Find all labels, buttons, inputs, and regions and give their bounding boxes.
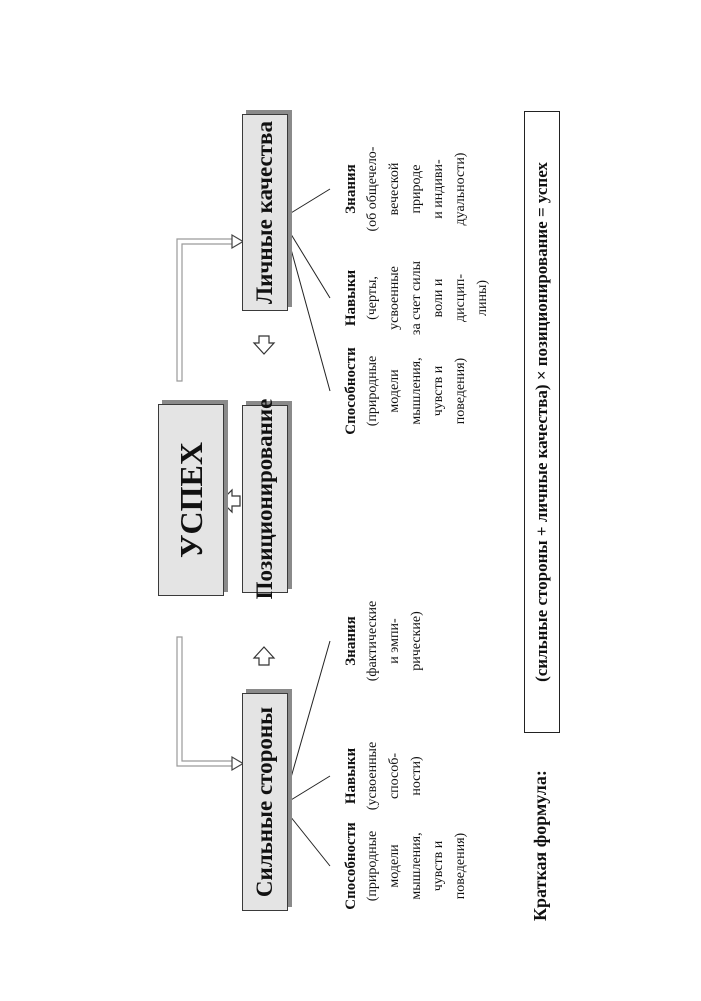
node-line: за счет силы bbox=[409, 260, 424, 336]
strengths-knowledge-node: Знания (фактические и эмпи- рические) bbox=[340, 581, 428, 701]
node-line: ности) bbox=[409, 756, 424, 796]
success-box: УСПЕХ bbox=[158, 404, 224, 596]
node-title: Знания bbox=[343, 164, 359, 214]
positioning-label: Позиционирование bbox=[252, 398, 277, 600]
node-line: способ- bbox=[387, 752, 402, 800]
node-line: веческой bbox=[387, 162, 402, 216]
positioning-box: Позиционирование bbox=[242, 399, 288, 599]
qualities-box: Личные качества bbox=[242, 114, 288, 311]
node-line: лины) bbox=[475, 279, 490, 317]
bent-arrow-left-icon bbox=[176, 636, 245, 772]
node-line: рические) bbox=[409, 611, 424, 671]
node-line: чувств и bbox=[431, 840, 446, 892]
qualities-knowledge-node: Знания (об общечело- веческой природе и … bbox=[340, 129, 472, 249]
success-label: УСПЕХ bbox=[172, 442, 209, 558]
bent-arrow-right-icon bbox=[176, 233, 245, 382]
node-line: природе bbox=[409, 164, 424, 214]
connector-qualities-skills bbox=[285, 225, 331, 299]
connector-strengths-knowledge bbox=[285, 640, 331, 796]
node-line: (усвоенные bbox=[365, 741, 380, 811]
node-title: Знания bbox=[343, 616, 359, 666]
qualities-skills-node: Навыки (черты, усвоенные за счет силы во… bbox=[340, 243, 494, 353]
node-line: воли и bbox=[431, 278, 446, 318]
formula-text: (сильные стороны + личные качества) × по… bbox=[532, 162, 551, 682]
node-line: (черты, bbox=[365, 276, 380, 320]
node-title: Навыки bbox=[343, 269, 359, 327]
node-line: усвоенные bbox=[387, 266, 402, 330]
node-line: дуальности) bbox=[453, 152, 468, 226]
connector-qualities-knowledge bbox=[285, 188, 331, 217]
node-line: дисцип- bbox=[453, 274, 468, 322]
connector-qualities-abilities bbox=[285, 230, 331, 392]
qualities-label: Личные качества bbox=[252, 121, 277, 304]
formula-label: Краткая формула: bbox=[530, 770, 550, 921]
node-line: (фактические bbox=[365, 600, 380, 682]
arrow-up-icon bbox=[220, 488, 241, 514]
node-title: Навыки bbox=[343, 747, 359, 805]
node-line: и индиви- bbox=[431, 159, 446, 219]
node-line: и эмпи- bbox=[387, 618, 402, 664]
connector-strengths-abilities bbox=[285, 810, 331, 867]
arrow-right-icon bbox=[252, 646, 276, 666]
strengths-label: Сильные стороны bbox=[252, 706, 277, 898]
node-line: поведения) bbox=[453, 832, 468, 900]
strengths-box: Сильные стороны bbox=[242, 693, 288, 911]
connector-strengths-skills bbox=[285, 775, 331, 804]
node-line: (об общечело- bbox=[365, 146, 380, 232]
arrow-left-icon bbox=[252, 335, 276, 355]
strengths-skills-node: Навыки (усвоенные способ- ности) bbox=[340, 721, 428, 831]
formula-box: (сильные стороны + личные качества) × по… bbox=[524, 111, 560, 733]
